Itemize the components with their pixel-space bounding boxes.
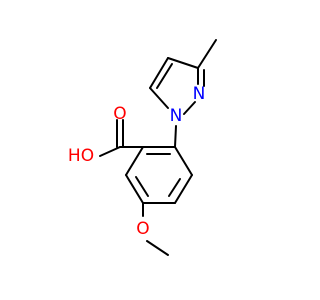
bond-c5-c4-inner (156, 63, 173, 89)
molecule-structure: O HO N N O (68, 39, 217, 256)
atom-labels: O HO N N O (68, 84, 205, 239)
bonds (99, 39, 217, 256)
atom-n2: N (193, 84, 206, 104)
bond-ring-c3-c4 (174, 174, 193, 204)
atom-o-carbonyl: O (113, 104, 126, 124)
bond-n2-n1 (183, 101, 196, 115)
bond-ring-inner-1 (168, 178, 181, 197)
bond-c4-c3 (167, 57, 199, 69)
atom-o-hydroxyl: HO (68, 146, 94, 166)
bond-ring-inner-2 (135, 176, 149, 197)
atom-o-ether: O (136, 219, 149, 239)
bond-c-oh (99, 146, 121, 157)
bond-c5-c4 (149, 57, 169, 89)
bond-ring-c6-c1 (125, 146, 144, 176)
bond-ring-n1 (174, 125, 177, 148)
bond-oether-methyl (146, 240, 169, 256)
bond-ring-c5-c6 (125, 174, 144, 204)
bond-c3-methyl (197, 39, 217, 69)
atom-n1: N (170, 106, 183, 126)
bond-ring-c2-c3 (174, 146, 193, 176)
bond-n1-c5 (149, 87, 169, 109)
